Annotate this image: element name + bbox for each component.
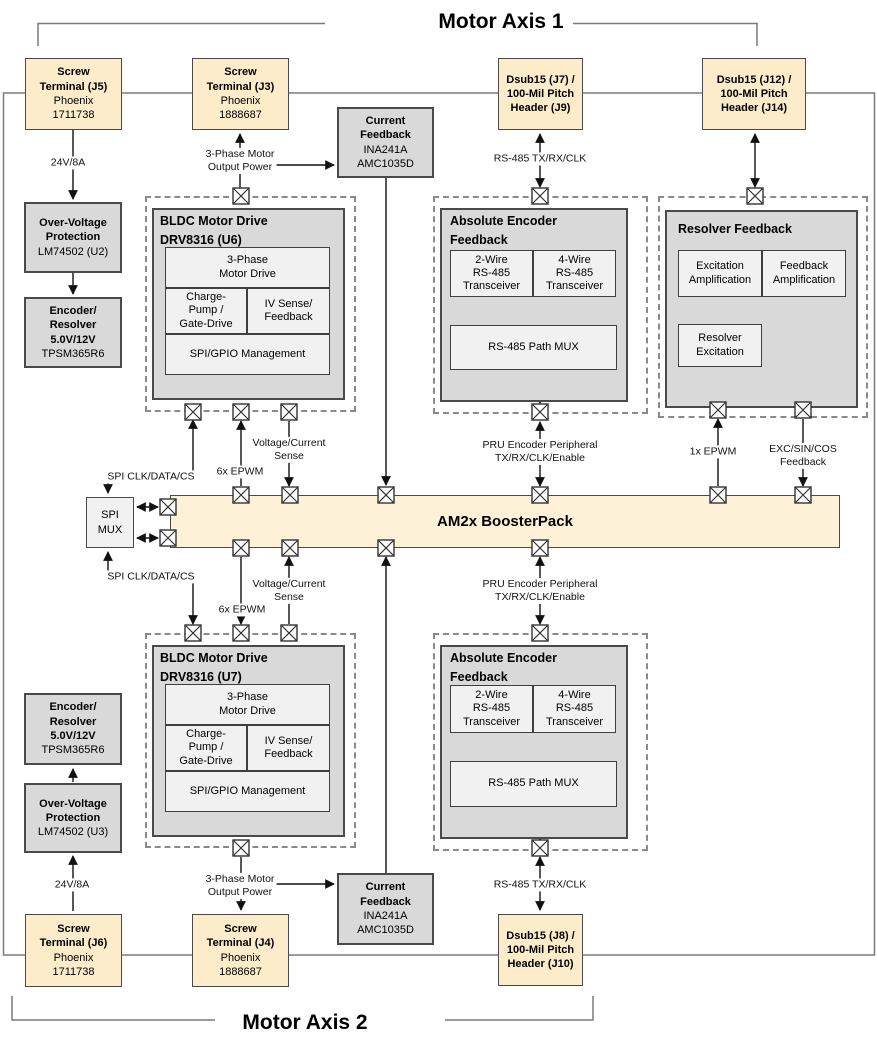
axis2-bracket-left	[11, 996, 215, 1021]
enc1-rs485-path-mux: RS-485 Path MUX	[450, 325, 617, 370]
label-rs485-bottom: RS-485 TX/RX/CLK	[491, 878, 589, 892]
bldc-u6-title: BLDC Motor Drive DRV8316 (U6)	[160, 214, 268, 248]
excitation-amplification: Excitation Amplification	[678, 250, 762, 297]
current-feedback-bottom-label: Current Feedback	[360, 881, 411, 908]
label-pru-top: PRU Encoder Peripheral TX/RX/CLK/Enable	[480, 438, 600, 466]
absolute-encoder-title-1: Absolute Encoder Feedback	[450, 214, 557, 248]
enc2-4wire-transceiver: 4-Wire RS-485 Transceiver	[533, 685, 616, 733]
j6-label: Screw Terminal (J6)	[39, 922, 108, 950]
feedback-amplification: Feedback Amplification	[762, 250, 846, 297]
bldc-drive-group-1	[145, 196, 356, 412]
screw-terminal-j3: Screw Terminal (J3) Phoenix 1888687	[192, 58, 289, 130]
current-feedback-top-parts: INA241A AMC1035D	[357, 143, 414, 170]
j5-label: Screw Terminal (J5)	[39, 66, 108, 93]
screw-terminal-j5: Screw Terminal (J5) Phoenix 1711738	[25, 58, 122, 130]
ovp-u3-part: LM74502 (U3)	[37, 826, 109, 839]
label-exc-sin-cos: EXC/SIN/COS Feedback	[767, 442, 839, 470]
j5-part: Phoenix 1711738	[52, 95, 95, 122]
spi-mux-block: SPI MUX	[86, 497, 134, 548]
label-24v-bottom: 24V/8A	[52, 878, 92, 892]
enc1-4wire-transceiver: 4-Wire RS-485 Transceiver	[533, 250, 616, 297]
encoder-resolver-supply-top: Encoder/ Resolver 5.0V/12V TPSM365R6	[24, 297, 122, 368]
ovp-u2-label: Over-Voltage Protection	[39, 217, 107, 244]
current-feedback-top: Current Feedback INA241A AMC1035D	[337, 107, 434, 178]
axis2-bracket-right	[445, 996, 594, 1021]
dsub15-j8-header-j10: Dsub15 (J8) / 100-Mil Pitch Header (J10)	[498, 914, 583, 986]
j3-part: Phoenix 1888687	[219, 95, 262, 122]
j6-part: Phoenix 1711738	[52, 951, 95, 978]
am2x-boosterpack-bar: AM2x BoosterPack	[170, 495, 840, 548]
resolver-feedback-title: Resolver Feedback	[678, 222, 792, 236]
screw-terminal-j4: Screw Terminal (J4) Phoenix 1888687	[192, 914, 289, 987]
u6-3phase-motor-drive: 3-Phase Motor Drive	[165, 247, 330, 288]
label-vc-sense-top: Voltage/Current Sense	[250, 436, 328, 464]
label-1x-epwm: 1x EPWM	[687, 445, 739, 459]
dsub15-j12-header-j14: Dsub15 (J12) / 100-Mil Pitch Header (J14…	[702, 58, 806, 130]
axis1-title: Motor Axis 1	[438, 10, 564, 33]
enc1-2wire-transceiver: 2-Wire RS-485 Transceiver	[450, 250, 533, 297]
screw-terminal-j6: Screw Terminal (J6) Phoenix 1711738	[25, 914, 122, 987]
encres-bottom-part: TPSM365R6	[41, 744, 105, 757]
dsub15-j7-header-j9: Dsub15 (J7) / 100-Mil Pitch Header (J9)	[498, 58, 583, 130]
label-motor-power-bottom: 3-Phase Motor Output Power	[203, 872, 277, 900]
u7-iv-sense-feedback: IV Sense/ Feedback	[247, 725, 330, 771]
label-motor-power-top: 3-Phase Motor Output Power	[203, 147, 277, 175]
label-24v-top: 24V/8A	[48, 156, 88, 170]
encoder-resolver-supply-bottom: Encoder/ Resolver 5.0V/12V TPSM365R6	[24, 693, 122, 765]
current-feedback-top-label: Current Feedback	[360, 114, 411, 142]
current-feedback-bottom: Current Feedback INA241A AMC1035D	[337, 873, 434, 945]
label-pru-bottom: PRU Encoder Peripheral TX/RX/CLK/Enable	[480, 577, 600, 605]
u6-charge-pump-gate-drive: Charge- Pump / Gate-Drive	[165, 288, 247, 334]
absolute-encoder-title-2: Absolute Encoder Feedback	[450, 651, 557, 685]
label-6x-epwm-bottom: 6x EPWM	[216, 603, 268, 617]
encres-top-label: Encoder/ Resolver 5.0V/12V	[49, 304, 97, 346]
label-spi-bottom: SPI CLK/DATA/CS	[105, 570, 197, 584]
bldc-u7-title: BLDC Motor Drive DRV8316 (U7)	[160, 651, 268, 685]
over-voltage-protection-u2: Over-Voltage Protection LM74502 (U2)	[24, 202, 122, 273]
bldc-drive-group-2	[145, 633, 356, 848]
j4-label: Screw Terminal (J4)	[206, 922, 275, 950]
resolver-excitation: Resolver Excitation	[678, 324, 762, 367]
axis2-title: Motor Axis 2	[242, 1011, 368, 1034]
label-vc-sense-bottom: Voltage/Current Sense	[250, 577, 328, 605]
label-spi-top: SPI CLK/DATA/CS	[105, 470, 197, 484]
current-feedback-bottom-parts: INA241A AMC1035D	[357, 910, 414, 937]
u7-3phase-motor-drive: 3-Phase Motor Drive	[165, 684, 330, 725]
u6-iv-sense-feedback: IV Sense/ Feedback	[247, 288, 330, 334]
u6-spi-gpio-management: SPI/GPIO Management	[165, 334, 330, 375]
resolver-feedback-block	[665, 210, 858, 408]
encres-top-part: TPSM365R6	[41, 347, 105, 360]
boosterpack-label: AM2x BoosterPack	[437, 513, 573, 530]
axis1-bracket-left	[37, 22, 325, 46]
ovp-u2-part: LM74502 (U2)	[37, 245, 109, 258]
encres-bottom-label: Encoder/ Resolver 5.0V/12V	[49, 701, 97, 742]
u7-charge-pump-gate-drive: Charge- Pump / Gate-Drive	[165, 725, 247, 771]
enc2-rs485-path-mux: RS-485 Path MUX	[450, 761, 617, 807]
label-rs485-top: RS-485 TX/RX/CLK	[491, 152, 589, 166]
over-voltage-protection-u3: Over-Voltage Protection LM74502 (U3)	[24, 783, 122, 853]
j3-label: Screw Terminal (J3)	[206, 66, 275, 93]
axis1-bracket-right	[573, 22, 758, 46]
label-6x-epwm-top: 6x EPWM	[214, 465, 266, 479]
j4-part: Phoenix 1888687	[219, 951, 262, 978]
ovp-u3-label: Over-Voltage Protection	[39, 797, 107, 824]
u7-spi-gpio-management: SPI/GPIO Management	[165, 771, 330, 812]
enc2-2wire-transceiver: 2-Wire RS-485 Transceiver	[450, 685, 533, 733]
